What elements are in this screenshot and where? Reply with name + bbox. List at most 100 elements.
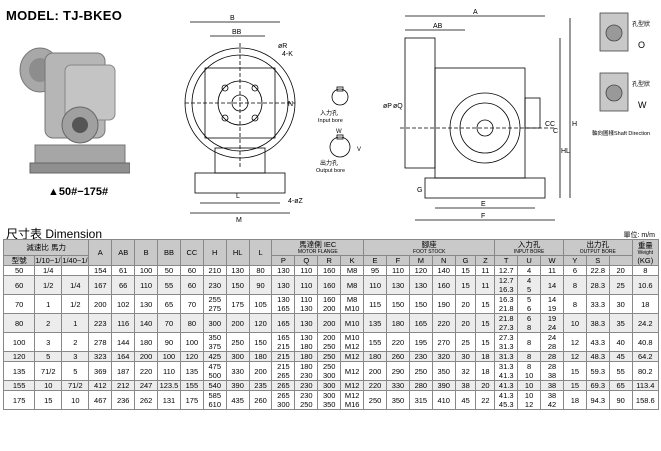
cell-value: 38 <box>454 380 477 391</box>
cell-value: 220 <box>431 313 456 333</box>
cell-value: 164 <box>111 351 136 362</box>
cell-value: 300 <box>202 313 227 333</box>
cell-value: 100 <box>157 351 181 362</box>
col-HL: HL <box>225 239 250 266</box>
cell-value: 180 <box>294 351 319 362</box>
cell-value: 262 <box>134 390 159 410</box>
header-ratio-2: 1/40~1/60 <box>61 255 90 266</box>
cell-value: 200 <box>317 313 342 333</box>
dim-R: øR <box>278 43 287 50</box>
shaft-O-label: O <box>638 40 645 50</box>
col-E: E <box>363 255 387 266</box>
cell-value: 425 <box>202 351 227 362</box>
cell-value: 230 250 <box>294 390 319 410</box>
cell-value: 290 <box>386 361 410 381</box>
cell-value: 220 <box>134 361 159 381</box>
cell-value: 22 <box>475 390 496 410</box>
cell-value: 180 <box>386 313 410 333</box>
dim-M: M <box>236 217 242 224</box>
cell-value: 60 <box>179 265 204 276</box>
side-view-drawing: A AB øP øQ CC C H HL G E F <box>383 9 577 221</box>
cell-ratio-2: 1/4 <box>61 275 90 295</box>
cell-value: 24 28 <box>540 332 564 352</box>
cell-value: 15 <box>475 313 496 333</box>
cell-value: 16.3 21.8 <box>494 294 519 314</box>
cell-value: 187 <box>111 361 136 381</box>
cell-value: 115 <box>363 294 387 314</box>
cell-value: 38.3 <box>585 313 610 333</box>
col-G: G <box>454 255 477 266</box>
cell-value: 144 <box>111 332 136 352</box>
cell-ratio-2: 1/2 <box>61 294 90 314</box>
dim-4K: 4-K <box>282 51 293 58</box>
cell-value: 30 <box>608 294 633 314</box>
cell-value: 116 <box>111 313 136 333</box>
cell-value: 135 <box>363 313 387 333</box>
cell-value: 12.7 16.3 <box>494 275 519 295</box>
cell-weight: 8 <box>631 265 660 276</box>
cell-value: 130 165 <box>271 294 296 314</box>
cell-value: 22.8 <box>585 265 610 276</box>
cell-value: 195 <box>408 332 433 352</box>
cell-value: 175 <box>179 390 204 410</box>
dim-H: H <box>572 121 577 128</box>
cell-value: 25 <box>608 275 633 295</box>
cell-value: 19 24 <box>540 313 564 333</box>
cell-value: 212 <box>111 380 136 391</box>
cell-value: 65 <box>608 380 633 391</box>
cell-value: 8 10 <box>517 361 542 381</box>
shaft-direction-drawing: 孔型狀 O 孔型狀 W 軸向圖樣 Shaft Direction <box>592 12 650 137</box>
cell-value: 154 <box>88 265 113 276</box>
cell-value: 200 <box>88 294 113 314</box>
cell-value: M8 M10 <box>340 294 365 314</box>
cell-value: 10 12 <box>517 390 542 410</box>
cell-value: M12 <box>340 351 365 362</box>
cell-value: 131 <box>157 390 181 410</box>
cell-value: 223 <box>88 313 113 333</box>
cell-value: 350 <box>431 361 456 381</box>
cell-value: 31.3 41.3 <box>494 361 519 381</box>
cell-value: 165 <box>271 313 296 333</box>
cell-value: 15 <box>454 265 477 276</box>
cell-value: 150 <box>225 275 250 295</box>
dim-W: W <box>336 129 342 135</box>
cell-value: 45 <box>454 390 477 410</box>
cell-value: 412 <box>88 380 113 391</box>
cell-value: 48.3 <box>585 351 610 362</box>
dim-E: E <box>481 201 486 208</box>
cell-value: 167 <box>88 275 113 295</box>
bore-detail-drawing: 入力孔 Input bore 出力孔 Output bore V W <box>316 86 361 174</box>
dim-4Z: 4-øZ <box>288 198 304 205</box>
dim-N-top: N <box>288 101 293 108</box>
col-L: L <box>248 239 273 266</box>
cell-value: 180 230 <box>294 361 319 381</box>
cell-value: 250 300 <box>317 361 342 381</box>
cell-value: 585 610 <box>202 390 227 410</box>
dim-CC: CC <box>545 121 555 128</box>
cell-weight: 40.8 <box>631 332 660 352</box>
cell-value: 475 500 <box>202 361 227 381</box>
cell-value: 14 19 <box>540 294 564 314</box>
cell-ratio-1: 1/2 <box>34 275 63 295</box>
col-Y: Y <box>562 255 587 266</box>
cell-weight: 64.2 <box>631 351 660 362</box>
cell-value: 190 <box>431 294 456 314</box>
cell-value: 110 <box>134 275 159 295</box>
cell-value: 90 <box>157 332 181 352</box>
cell-ratio-2: 71/2 <box>61 380 90 391</box>
cell-value: 230 <box>294 380 319 391</box>
col-Q: Q <box>294 255 319 266</box>
cell-value: 105 <box>248 294 273 314</box>
cell-ratio-1: 1 <box>34 294 63 314</box>
dim-BB: BB <box>232 29 242 36</box>
cell-value: 180 <box>363 351 387 362</box>
cell-value: 350 375 <box>202 332 227 352</box>
cell-value: 100 <box>179 332 204 352</box>
cell-value: 8 <box>517 332 542 352</box>
cell-value: 15 <box>475 294 496 314</box>
dim-C: C <box>553 128 558 135</box>
